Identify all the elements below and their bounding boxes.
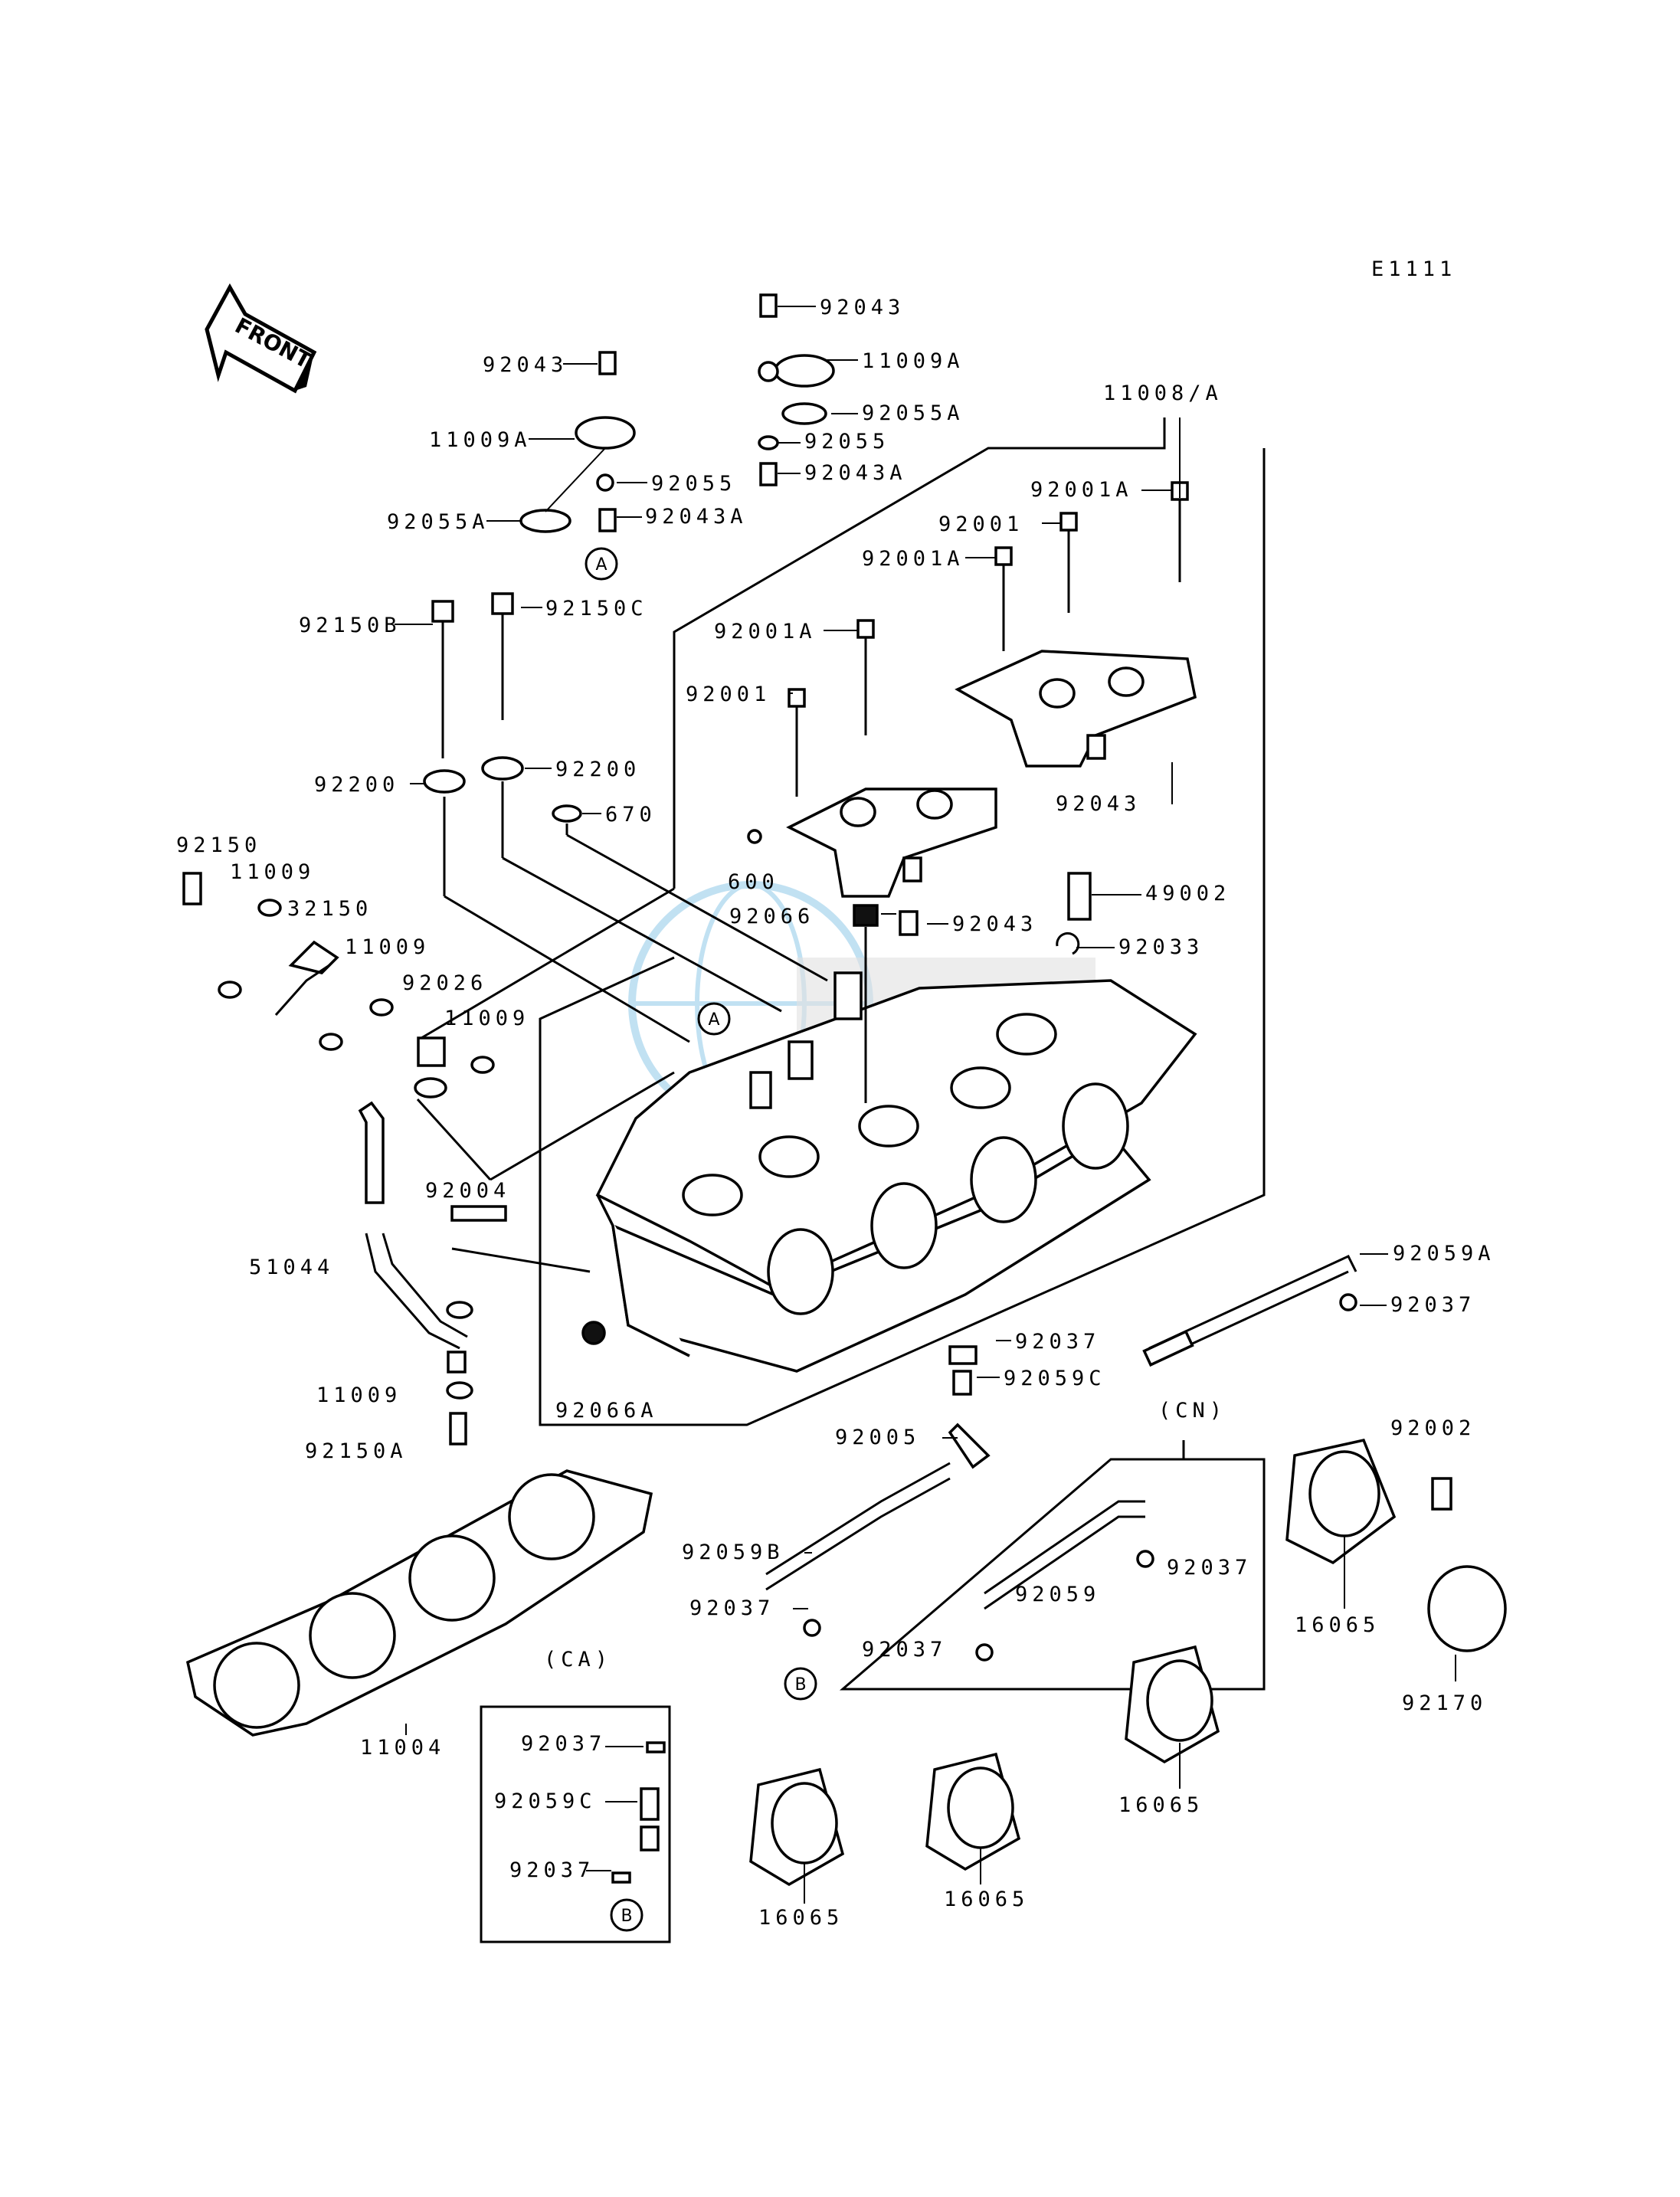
oil-hose-assembly: [182, 872, 675, 1446]
ca-group-frame: [480, 1705, 671, 1943]
part-label[interactable]: 92150A: [305, 1439, 408, 1463]
part-label[interactable]: 92037: [1167, 1556, 1252, 1580]
part-label[interactable]: 92005: [835, 1426, 920, 1449]
cylinder-head-frame: [539, 417, 1266, 1426]
part-label[interactable]: 11008/A: [1103, 381, 1223, 405]
part-label[interactable]: 51044: [249, 1256, 334, 1279]
part-label[interactable]: 92170: [1402, 1691, 1487, 1715]
part-label[interactable]: 92055: [651, 472, 736, 496]
part-label[interactable]: 32150: [287, 897, 372, 921]
part-label[interactable]: 92037: [509, 1858, 594, 1882]
part-label[interactable]: 92059C: [494, 1789, 597, 1813]
carb-holders: [749, 1438, 1507, 1887]
cn-group-label: (CN): [1158, 1399, 1226, 1423]
part-label[interactable]: 92066: [729, 905, 814, 928]
camshaft-holder-right: [955, 650, 1197, 768]
head-gasket: [185, 1469, 653, 1737]
part-label[interactable]: 600: [728, 870, 779, 894]
part-label[interactable]: 92150: [176, 833, 261, 857]
part-label[interactable]: 92043: [1056, 792, 1141, 816]
part-label[interactable]: 92001: [686, 683, 771, 706]
part-label[interactable]: 11004: [360, 1736, 445, 1760]
part-label[interactable]: 92001A: [1030, 478, 1133, 502]
part-label[interactable]: 11009: [444, 1007, 529, 1030]
part-label[interactable]: 92026: [402, 971, 487, 995]
part-label[interactable]: 92059A: [1393, 1242, 1495, 1265]
part-label[interactable]: 92037: [862, 1638, 947, 1662]
svg-text:A: A: [708, 1010, 719, 1030]
part-label[interactable]: 92004: [425, 1179, 510, 1203]
part-label[interactable]: 92200: [555, 758, 640, 781]
part-label[interactable]: 92033: [1118, 935, 1204, 959]
part-label[interactable]: 92150B: [299, 614, 401, 637]
part-label[interactable]: 92055A: [862, 401, 964, 425]
part-label[interactable]: 92066A: [555, 1399, 658, 1423]
ref-marker-b-ca: B: [610, 1898, 644, 1932]
part-label[interactable]: 16065: [1118, 1793, 1204, 1817]
svg-text:B: B: [621, 1907, 632, 1926]
ref-marker-b-hose: B: [784, 1667, 817, 1701]
svg-text:B: B: [794, 1675, 806, 1694]
part-label[interactable]: 11009A: [862, 349, 964, 373]
breather-hoses: [765, 1255, 1357, 1662]
part-label[interactable]: 11009: [345, 935, 430, 959]
valve-guide-parts: [853, 872, 1092, 1103]
part-label[interactable]: 92043: [820, 296, 905, 319]
part-label[interactable]: 16065: [1295, 1613, 1380, 1637]
part-label[interactable]: 92043A: [804, 461, 907, 485]
ref-marker-a-head: A: [697, 1002, 731, 1036]
part-label[interactable]: 92150C: [545, 597, 648, 620]
part-label[interactable]: 92043A: [645, 505, 748, 529]
part-label[interactable]: 92055A: [387, 510, 490, 534]
part-label[interactable]: 92037: [1390, 1293, 1475, 1317]
oil-pipe-parts-right: [758, 293, 835, 486]
part-label[interactable]: 92043: [483, 353, 568, 377]
ca-group-label: (CA): [544, 1648, 612, 1671]
part-label[interactable]: 92001A: [862, 547, 964, 571]
part-label[interactable]: 92043: [952, 912, 1037, 936]
head-bolts: [423, 592, 828, 1043]
leader-lines: [395, 306, 1456, 1904]
diagram-code: E1111: [1371, 257, 1456, 281]
part-label[interactable]: 92037: [1015, 1330, 1100, 1354]
cn-group-frame: [839, 1440, 1266, 1691]
part-label[interactable]: 16065: [758, 1906, 843, 1930]
part-label[interactable]: 92059: [1015, 1583, 1100, 1606]
oil-pipe-parts-left: [519, 351, 636, 533]
ref-marker-a-top: A: [585, 547, 618, 581]
part-label[interactable]: 92037: [689, 1596, 775, 1620]
part-label[interactable]: 49002: [1145, 882, 1230, 905]
part-label[interactable]: 92002: [1390, 1416, 1475, 1440]
camshaft-holder-left: [786, 787, 997, 898]
part-label[interactable]: 16065: [944, 1888, 1029, 1911]
part-label[interactable]: 11009A: [429, 428, 532, 452]
part-label[interactable]: 670: [605, 803, 657, 827]
part-label[interactable]: 92200: [314, 773, 399, 797]
part-label[interactable]: 11009: [316, 1383, 401, 1407]
front-arrow-icon: FRONT: [205, 283, 317, 394]
part-label[interactable]: 92001A: [714, 620, 817, 643]
part-label[interactable]: 11009: [230, 860, 315, 884]
part-label[interactable]: 92059C: [1004, 1367, 1106, 1390]
part-label[interactable]: 92055: [804, 430, 889, 453]
part-label[interactable]: 92059B: [682, 1541, 784, 1564]
cylinder-head: [595, 971, 1197, 1373]
part-label[interactable]: 92037: [521, 1732, 606, 1756]
svg-text:A: A: [595, 555, 607, 575]
part-label[interactable]: 92001: [938, 512, 1023, 536]
part-callouts: 92043 11009A 92055A 92055 92043A 92043 1…: [176, 296, 1495, 1930]
